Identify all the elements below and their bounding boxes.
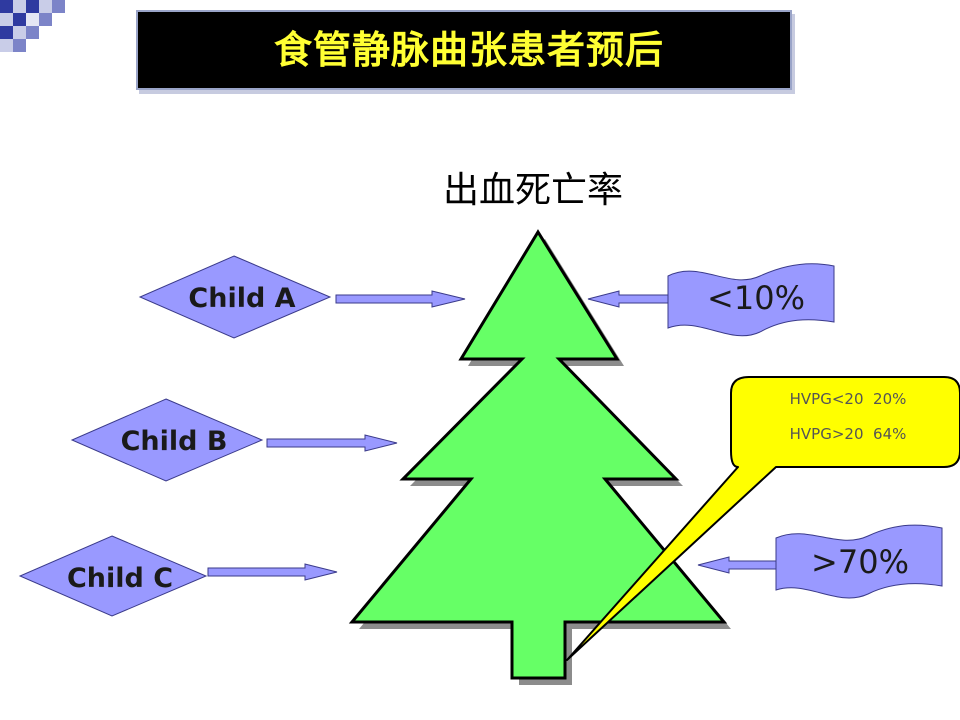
outcome-low-group: <10%: [587, 263, 835, 337]
child-a-label: Child A: [188, 283, 295, 314]
outcome-low-arrow: [587, 290, 673, 308]
title-bar: 食管静脉曲张患者预后: [138, 12, 790, 88]
tree-label: 出血死亡率: [443, 170, 623, 211]
outcome-high-arrow: [697, 556, 779, 574]
outcome-high-label: >70%: [811, 543, 909, 581]
outcome-low-flag: [667, 263, 835, 337]
child-c-diamond: [18, 535, 208, 617]
slide-title: 食管静脉曲张患者预后: [273, 28, 664, 72]
outcome-low-label: <10%: [707, 279, 805, 317]
outcome-high-flag: [775, 524, 943, 599]
child-b-arrow: [266, 434, 398, 452]
callout-line-1: HVPG<20 20%: [790, 390, 907, 408]
child-c-arrow: [207, 563, 338, 581]
child-a-diamond: [138, 255, 332, 339]
child-a-arrow: [335, 290, 466, 308]
child-c-group: Child C: [18, 535, 338, 617]
callout-shape: [566, 376, 960, 661]
corner-decoration: [0, 0, 65, 52]
child-b-diamond: [70, 398, 264, 482]
hvpg-callout: HVPG<20 20% HVPG>20 64%: [566, 376, 960, 661]
outcome-high-group: >70%: [697, 524, 943, 599]
child-b-label: Child B: [121, 426, 228, 457]
child-b-group: Child B: [70, 398, 398, 482]
child-a-group: Child A: [138, 255, 466, 339]
tree-shape: [348, 229, 728, 680]
callout-line-2: HVPG>20 64%: [790, 425, 907, 443]
child-c-label: Child C: [67, 563, 173, 594]
